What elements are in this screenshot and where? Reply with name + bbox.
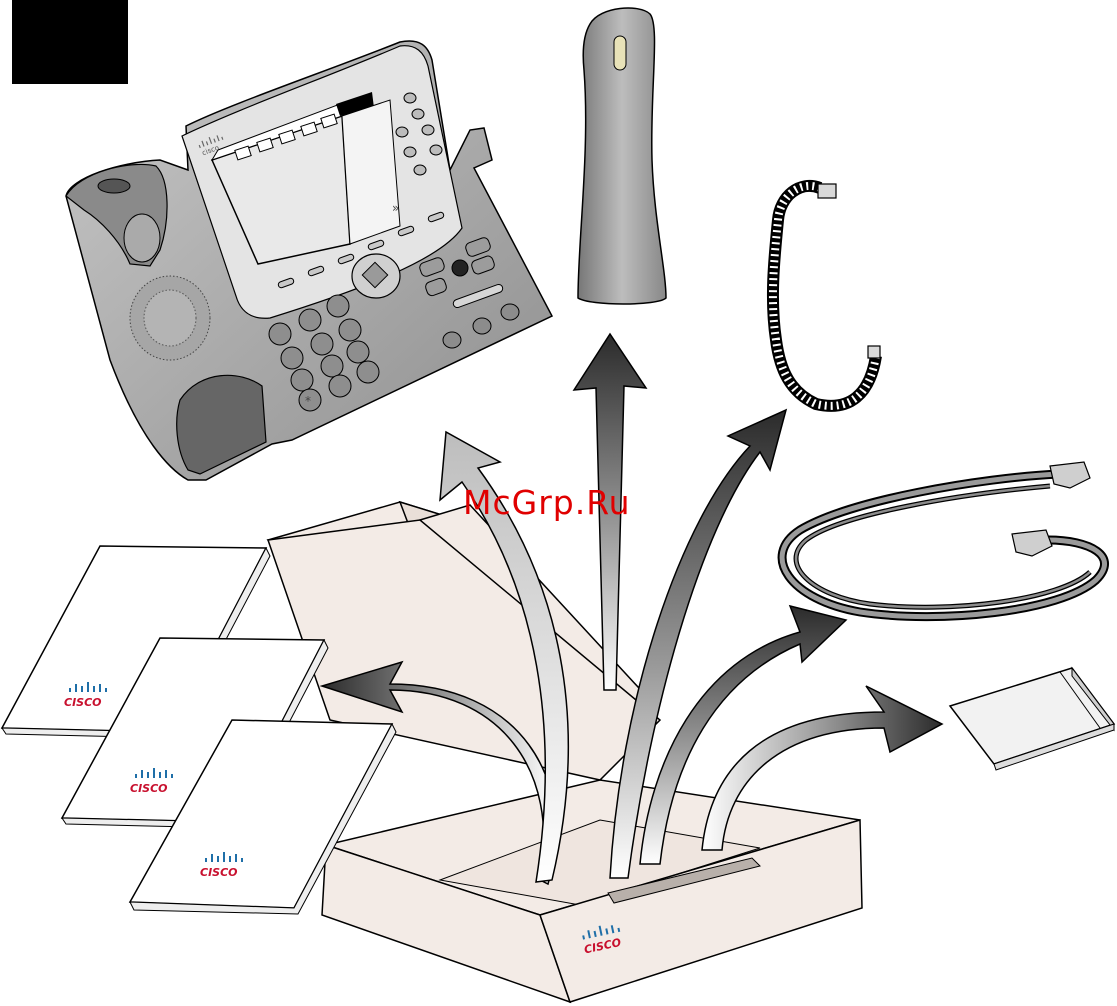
handset	[578, 8, 666, 304]
quick-reference-card	[950, 668, 1114, 770]
softkey-more-label: »	[392, 201, 399, 215]
manual-3-brand-text: CISCO	[200, 866, 238, 879]
key-star-label: *	[305, 394, 311, 408]
ethernet-cable	[782, 462, 1104, 617]
manual-2-brand-text: CISCO	[130, 782, 168, 795]
ip-phone: » *	[66, 41, 552, 480]
watermark-text: McGrp.Ru	[463, 483, 631, 522]
coiled-handset-cord	[773, 184, 880, 406]
manual-1-brand-text: CISCO	[64, 696, 102, 709]
